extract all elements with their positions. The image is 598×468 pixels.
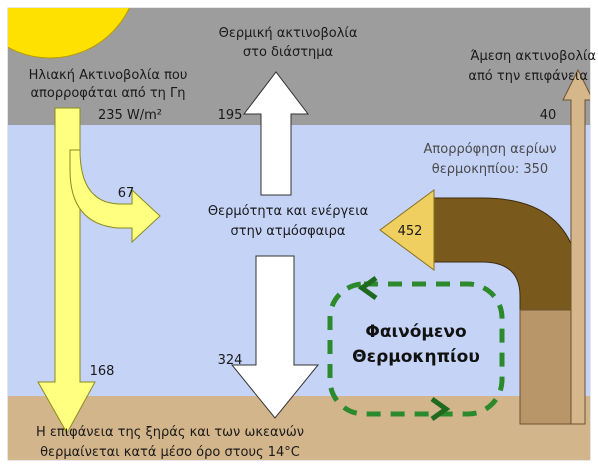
direct-radiation-arrow [562,68,590,425]
loop-chevron-top [357,275,378,301]
arrow-67 [69,149,161,244]
atm-heat-label-2: στην ατμόσφαιρα [231,224,346,239]
value-67: 67 [118,186,135,201]
value-452: 452 [398,224,423,239]
thermal-space-label-1: Θερμική ακτινοβολία [219,26,358,41]
loop-chevron-bottom [430,396,451,422]
thermal-space-label-2: στο διάστημα [243,45,333,60]
sun-icon [8,8,130,59]
greenhouse-loop [327,281,505,417]
effect-title-2: Θερμοκηπίου [352,347,480,367]
atm-heat-label-1: Θερμότητα και ενέργεια [208,204,368,219]
arrow-324 [230,255,320,419]
surface-band [8,396,590,460]
greenhouse-absorb-label-2: θερμοκηπίου: 350 [432,162,548,177]
value-324: 324 [218,353,243,368]
direct-label-2: από την επιφάνεια [468,69,588,84]
direct-value: 40 [540,108,557,123]
greenhouse-absorb-label-1: Απορρόφηση αερίων [424,142,557,157]
absorbed-label-2: απορροφάται από τη Γη [30,86,185,101]
surface-label-2: θερμαίνεται κατά μέσο όρο στους 14°C [40,445,300,460]
direct-label-1: Άμεση ακτινοβολία [471,49,597,64]
surface-label-1: Η επιφάνεια της ξηράς και των ωκεανών [36,425,304,440]
absorbed-value: 235 W/m² [98,108,162,123]
thermal-space-value: 195 [218,108,243,123]
value-168: 168 [90,364,115,379]
arrowhead-452 [379,189,435,271]
effect-title-1: Φαινόμενο [365,322,466,342]
thermal-space-arrow [242,71,310,196]
absorbed-label-1: Ηλιακή Ακτινοβολία που [29,68,188,83]
